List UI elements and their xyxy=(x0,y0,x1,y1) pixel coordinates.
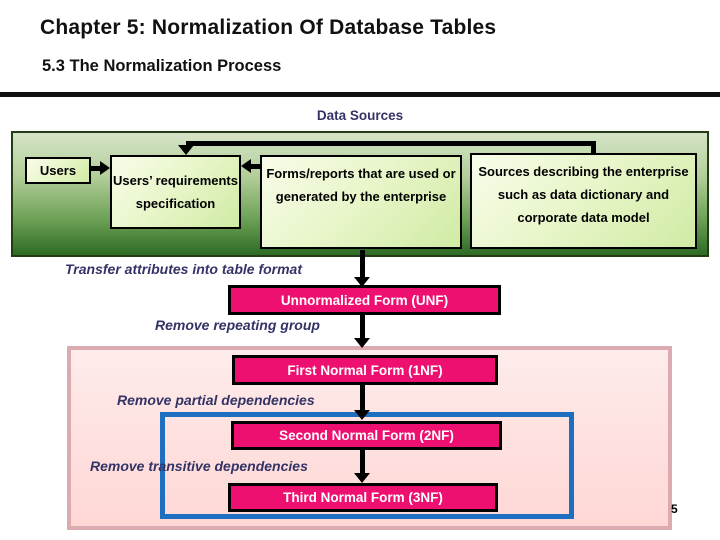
section-subtitle: 5.3 The Normalization Process xyxy=(42,57,282,75)
transfer-attributes-label: Transfer attributes into table format xyxy=(65,261,303,277)
arrow-down-stem xyxy=(360,250,365,278)
bracket-connector-horizontal xyxy=(186,141,596,146)
remove-partial-label: Remove partial dependencies xyxy=(117,392,315,408)
data-sources-heading: Data Sources xyxy=(316,108,404,123)
arrow-down-icon xyxy=(354,338,370,348)
arrow-down-icon xyxy=(354,473,370,483)
page-number-fragment: 5 xyxy=(671,502,678,516)
remove-transitive-label: Remove transitive dependencies xyxy=(90,458,308,474)
third-normal-form-box: Third Normal Form (3NF) xyxy=(228,483,498,512)
header-divider xyxy=(0,92,720,97)
arrow-down-icon xyxy=(354,277,370,287)
page-title: Chapter 5: Normalization Of Database Tab… xyxy=(40,16,497,39)
arrow-right-icon xyxy=(100,161,110,175)
unnormalized-form-box: Unnormalized Form (UNF) xyxy=(228,285,501,315)
bracket-connector-vertical xyxy=(591,141,596,154)
sources-describing-box: Sources describing the enterprise such a… xyxy=(470,153,697,249)
second-normal-form-box: Second Normal Form (2NF) xyxy=(231,421,502,450)
requirements-box: Users’ requirements specification xyxy=(110,155,241,229)
users-box: Users xyxy=(25,157,91,184)
arrow-left-icon xyxy=(241,159,251,173)
forms-reports-box: Forms/reports that are used or generated… xyxy=(260,155,462,249)
arrow-left-stem xyxy=(250,164,261,169)
arrow-down-stem xyxy=(360,314,365,339)
remove-repeating-label: Remove repeating group xyxy=(155,317,320,333)
arrow-down-icon xyxy=(354,410,370,420)
arrow-down-stem xyxy=(360,450,365,474)
arrow-down-icon xyxy=(178,145,194,155)
first-normal-form-box: First Normal Form (1NF) xyxy=(232,355,498,385)
arrow-down-stem xyxy=(360,384,365,411)
arrow-right-stem xyxy=(91,166,102,171)
